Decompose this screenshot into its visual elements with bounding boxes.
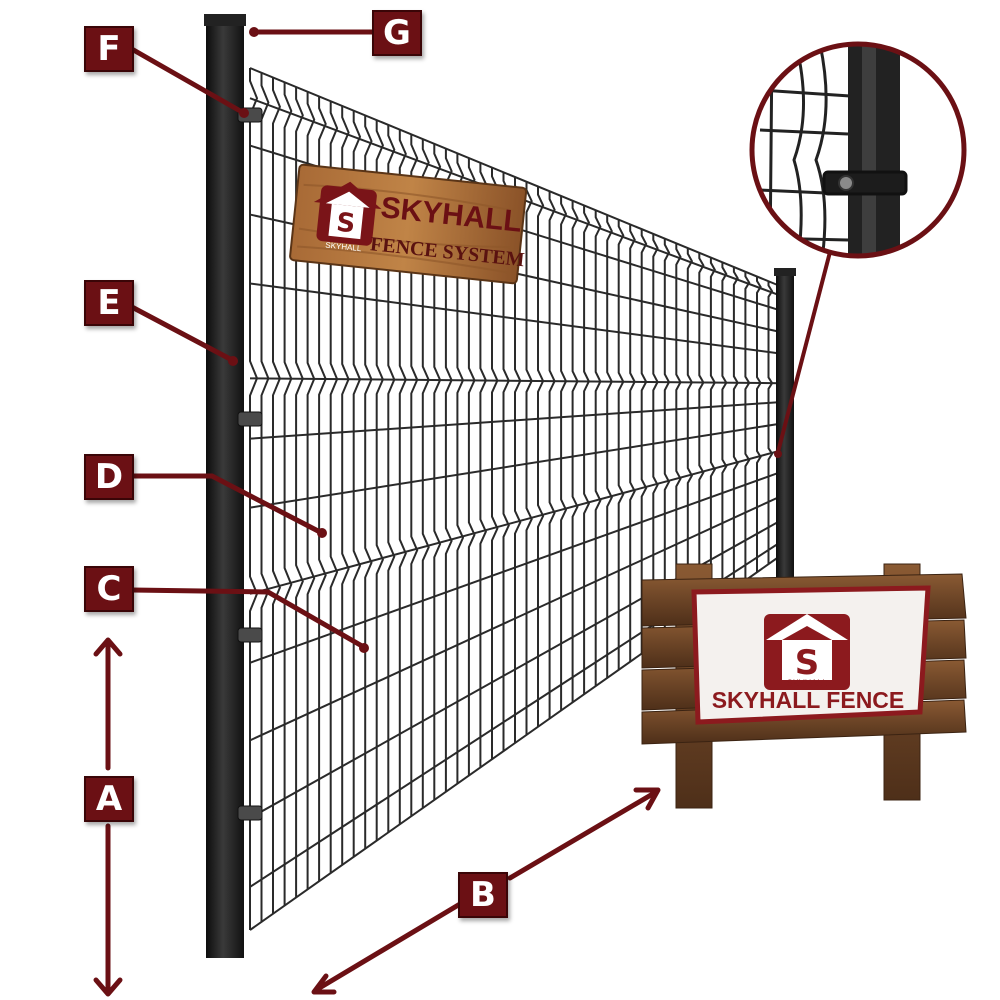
banner-text: SKYHALL FENCE	[712, 687, 905, 713]
horizontal-wire	[249, 422, 781, 509]
label-g: G	[372, 10, 422, 56]
label-f: F	[84, 26, 134, 72]
leader-f	[127, 45, 245, 115]
vertical-wire	[663, 238, 671, 638]
vertical-wire	[283, 82, 293, 906]
banner-logo-icon	[764, 614, 850, 690]
height-dimension-arrow	[93, 637, 123, 997]
label-d: D	[84, 454, 134, 500]
vertical-wire	[560, 196, 568, 711]
vertical-wire	[537, 186, 545, 727]
sign-logo-letter: S	[335, 208, 357, 240]
clip-detail-inset	[749, 41, 967, 458]
width-dimension-arrow	[311, 787, 661, 995]
leader-c	[129, 587, 365, 649]
leader-d	[129, 473, 323, 535]
leader-endpoints	[228, 27, 369, 653]
vertical-wire	[571, 200, 579, 703]
vertical-wire	[260, 72, 270, 922]
label-e: E	[84, 280, 134, 326]
vertical-wire	[756, 276, 762, 573]
vertical-wire	[606, 214, 613, 678]
vertical-wire	[767, 281, 774, 565]
wire-mesh-panel	[249, 67, 785, 931]
horizontal-wire	[249, 282, 781, 355]
promo-banner: S SKYHALL SKYHALL FENCE	[691, 585, 931, 725]
sign-logo-caption: SKYHALL	[325, 241, 362, 254]
vertical-wire	[548, 191, 556, 719]
vertical-wire	[272, 77, 281, 914]
sign-logo-icon	[313, 181, 382, 246]
vertical-wire	[721, 262, 728, 597]
horizontal-wire	[249, 401, 781, 440]
vertical-wire	[525, 181, 533, 735]
post-clips	[237, 107, 263, 821]
vertical-wire	[732, 267, 739, 589]
horizontal-wire	[249, 449, 781, 595]
vertical-wire	[594, 210, 602, 687]
vertical-wire	[709, 257, 716, 605]
label-b: B	[458, 872, 508, 918]
banner-logo-caption: SKYHALL	[787, 678, 828, 688]
wooden-brand-sign: S SKYHALL SKYHALL FENCE SYSTEM	[289, 163, 528, 285]
vertical-wire	[744, 271, 751, 581]
label-a: A	[84, 776, 134, 822]
vertical-wire	[629, 224, 636, 662]
leader-e	[127, 303, 235, 363]
banner-logo-letter: S	[795, 643, 820, 683]
horizontal-wire	[249, 495, 781, 742]
vertical-wire	[698, 252, 705, 613]
vertical-wire	[617, 219, 625, 670]
vertical-wire	[583, 205, 591, 695]
label-c: C	[84, 566, 134, 612]
leader-lines	[127, 29, 383, 649]
horizontal-wire	[249, 67, 781, 287]
horizontal-wire	[249, 377, 781, 385]
